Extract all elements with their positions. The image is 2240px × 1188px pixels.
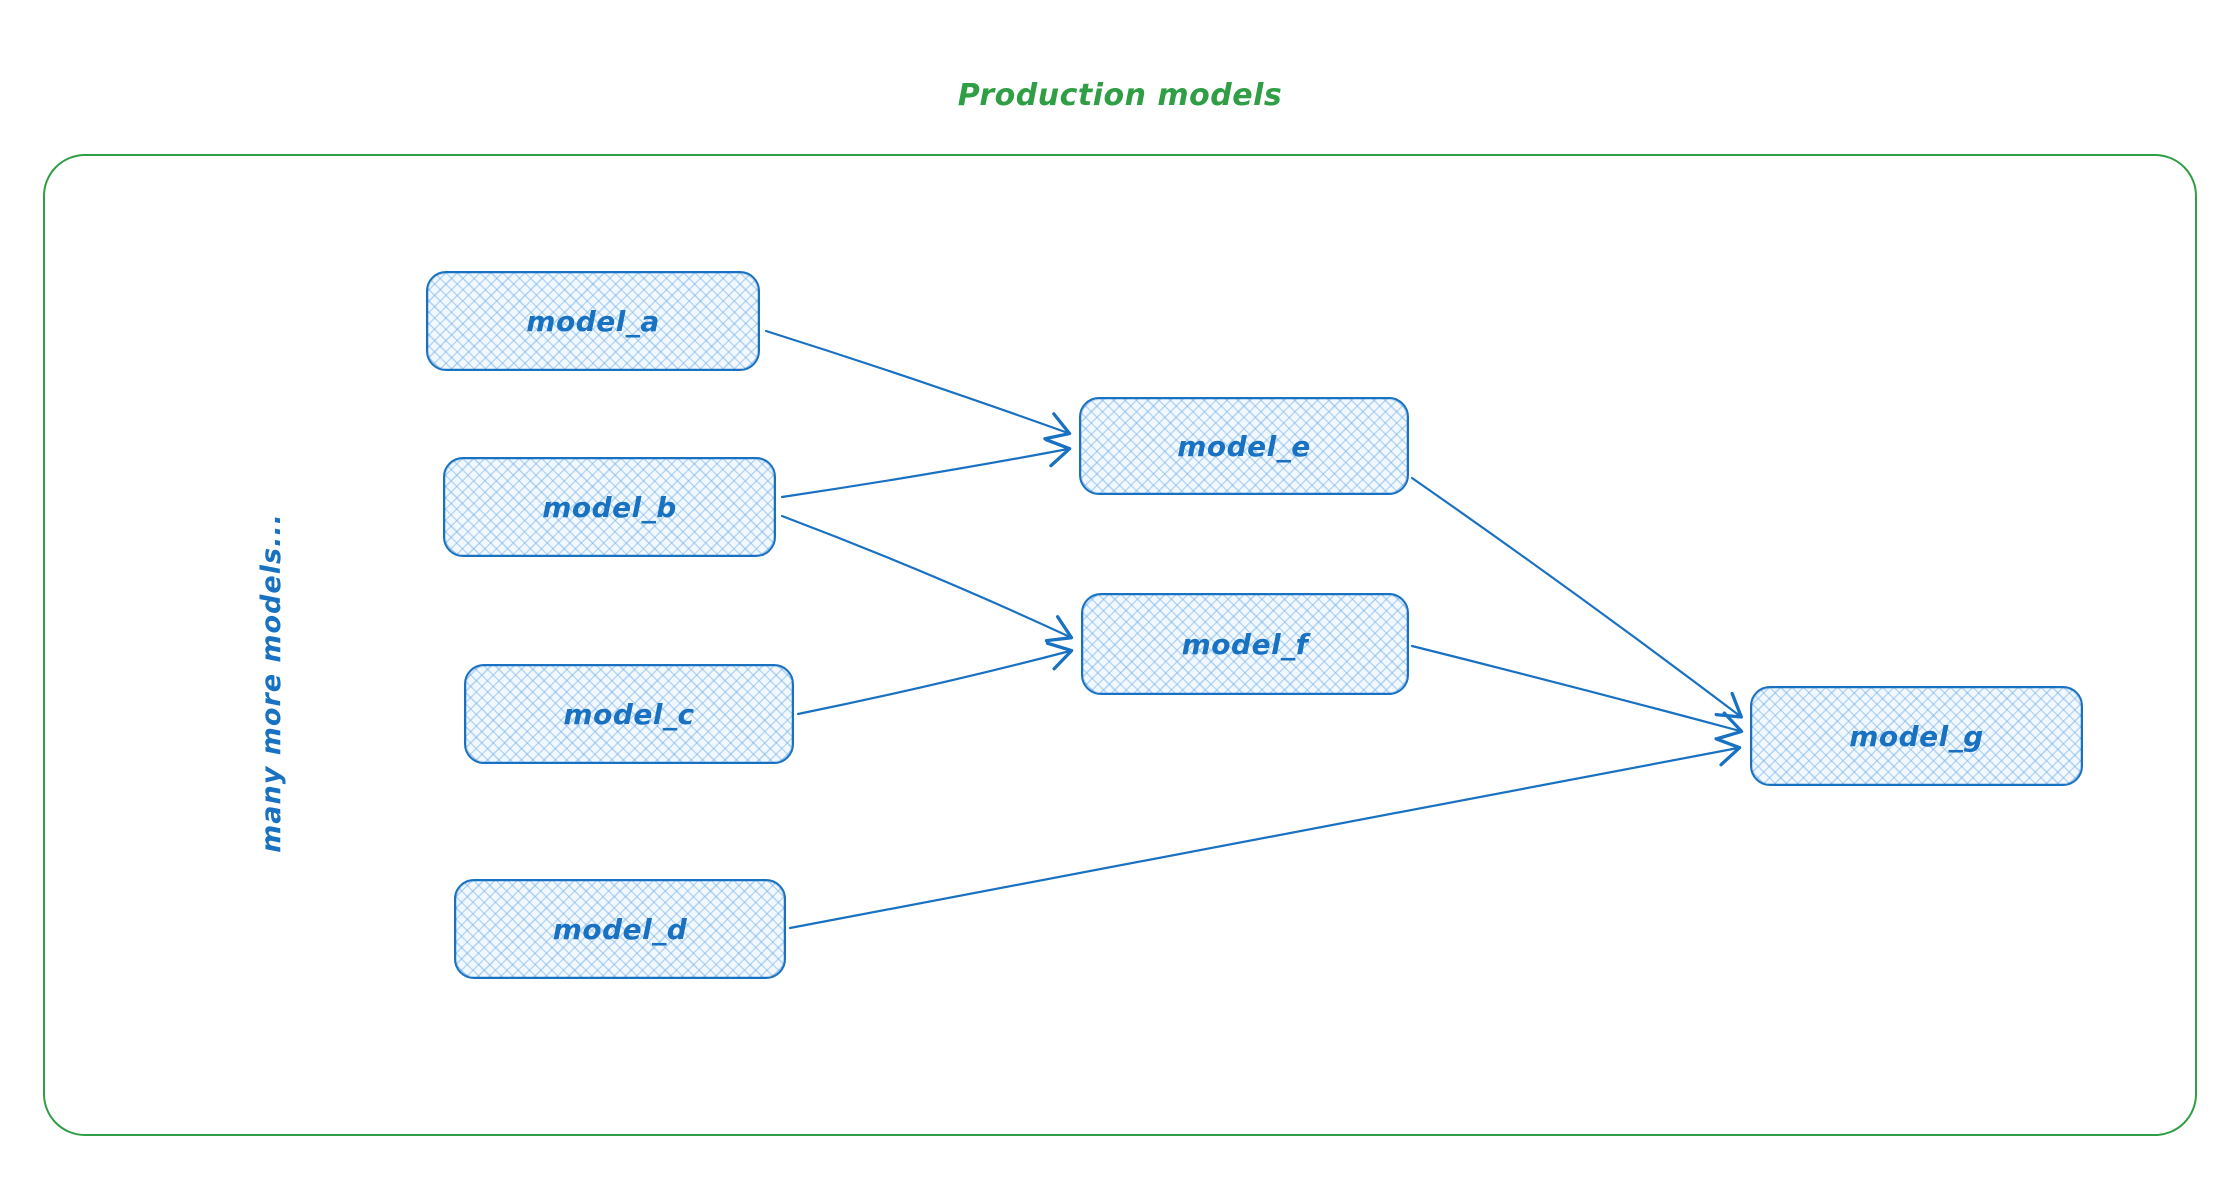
diagram-title: Production models [957, 78, 1283, 113]
node-model-f: model_f [1081, 593, 1409, 695]
node-model-b-label: model_b [542, 490, 677, 524]
node-model-f-label: model_f [1181, 627, 1309, 661]
node-model-a: model_a [426, 271, 760, 371]
node-model-b: model_b [443, 457, 776, 557]
node-model-d-label: model_d [552, 912, 688, 946]
node-model-e: model_e [1079, 397, 1409, 495]
node-model-g-label: model_g [1849, 719, 1984, 753]
node-model-e-label: model_e [1177, 429, 1311, 463]
production-models-frame [43, 154, 2197, 1136]
node-model-g: model_g [1750, 686, 2083, 786]
node-model-a-label: model_a [526, 304, 660, 338]
node-model-c: model_c [464, 664, 794, 764]
node-model-d: model_d [454, 879, 786, 979]
node-model-c-label: model_c [563, 697, 695, 731]
